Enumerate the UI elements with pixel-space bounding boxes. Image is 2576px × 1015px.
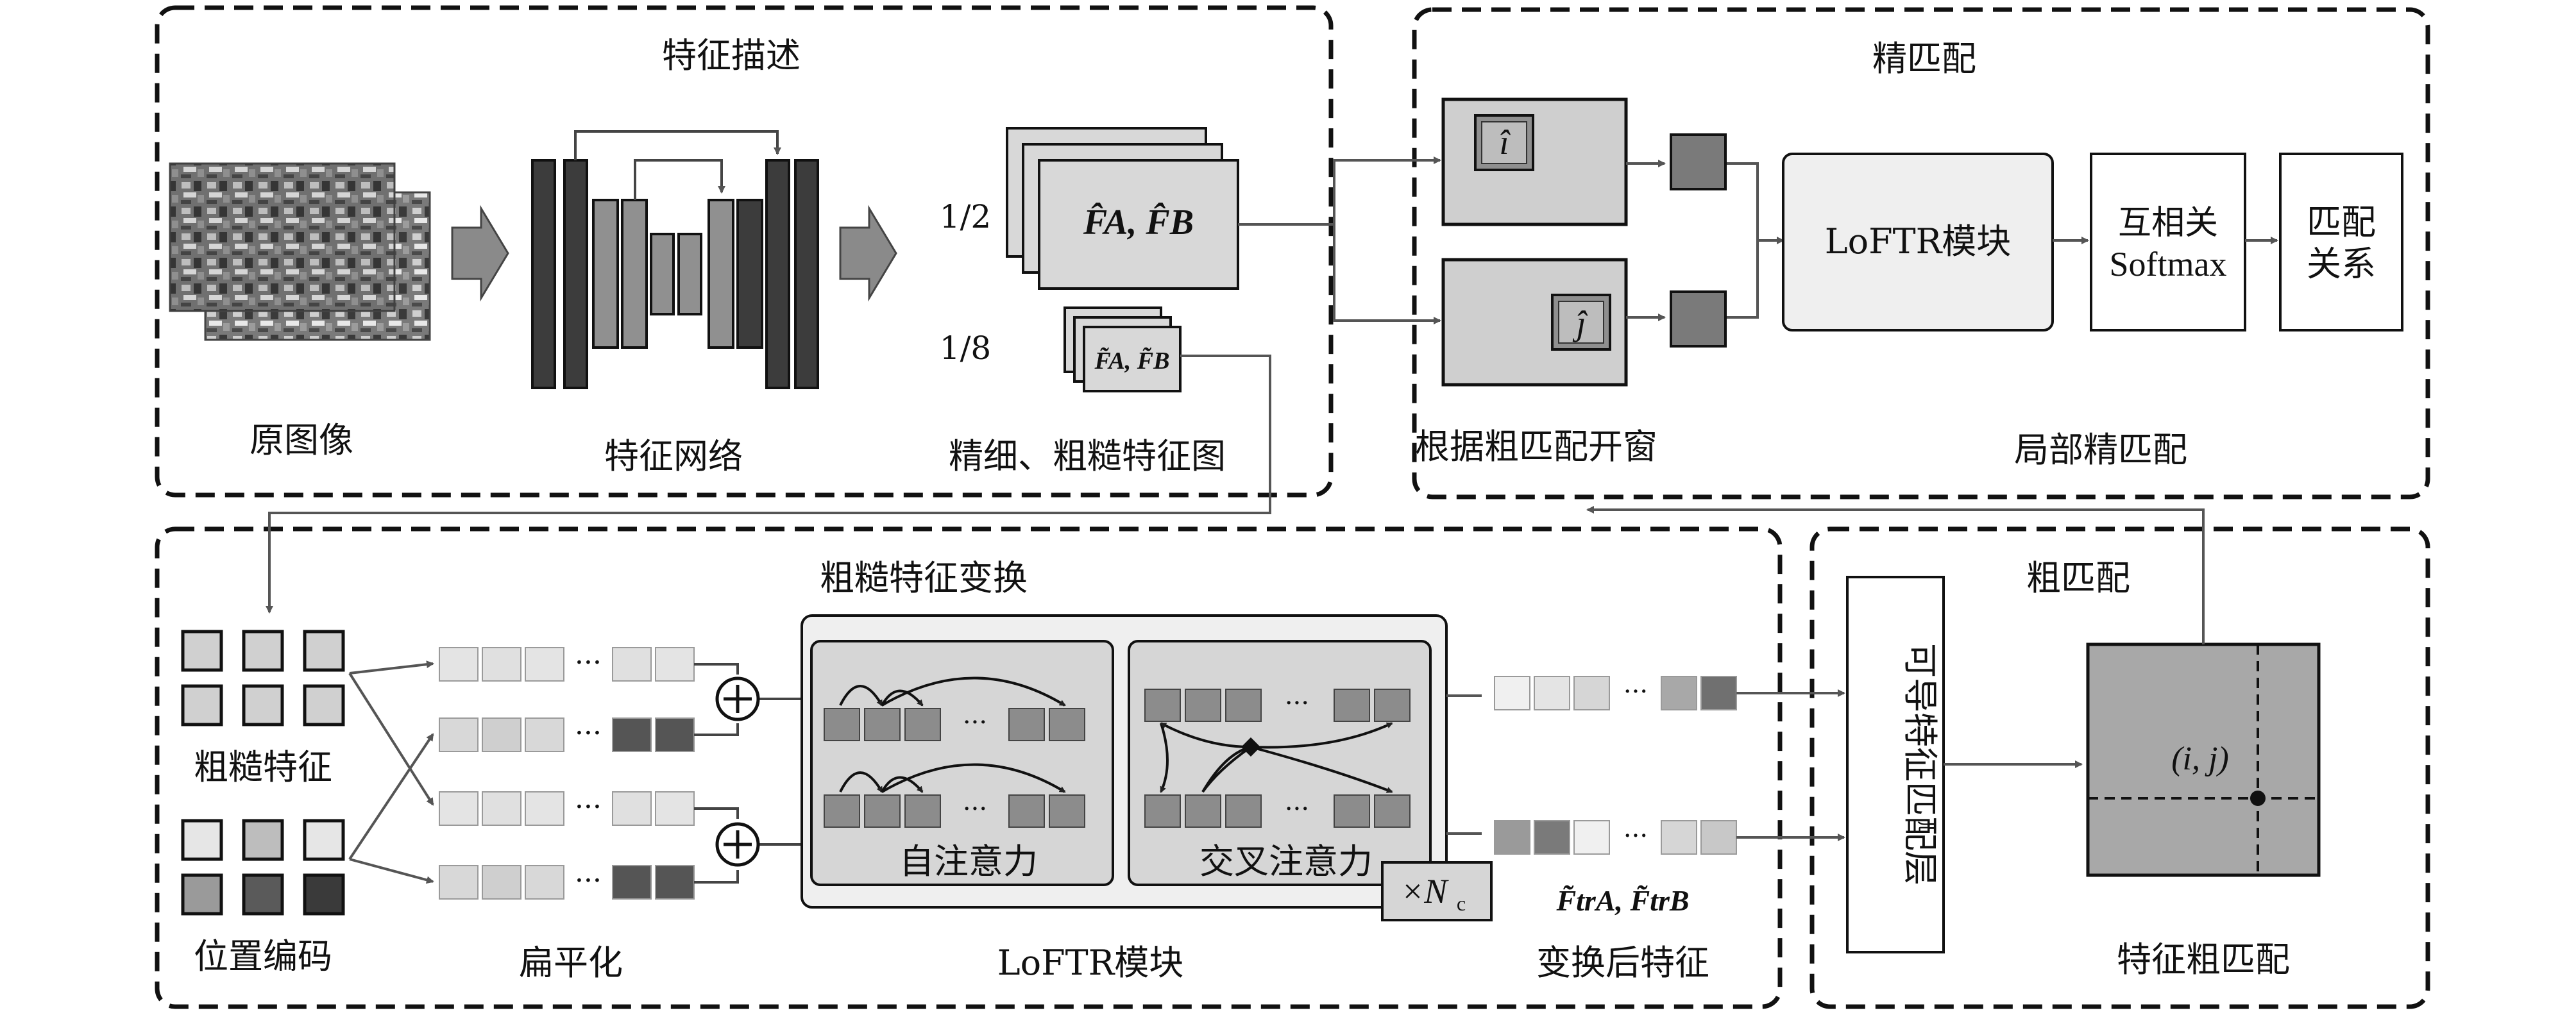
window-connectors xyxy=(1626,160,1784,321)
flatten-ellipsis: ··· xyxy=(575,791,602,823)
fine-feature-maps xyxy=(1006,127,1239,290)
differentiable-matching-layer xyxy=(1846,576,1945,953)
coarse-map-text: F̃A, F̃B xyxy=(1094,348,1170,374)
repeat-box xyxy=(1381,861,1493,921)
self-attention-arcs xyxy=(839,676,1066,793)
coarse-feature-grid xyxy=(181,630,345,726)
feature-network xyxy=(531,159,819,389)
coarse-to-fine-feedback xyxy=(1586,506,2205,644)
coarse-match-result-label: 特征粗匹配 xyxy=(2117,939,2290,980)
transformed-math: F̃trA, F̃trB xyxy=(1555,884,1689,917)
cross-ellipsis: ··· xyxy=(1285,794,1309,824)
repeat-text: ×N xyxy=(1401,872,1449,910)
original-image xyxy=(169,162,431,341)
flatten-ellipsis: ··· xyxy=(575,646,602,679)
coarse-matching-title: 粗匹配 xyxy=(2026,558,2130,598)
fine-loftr-block xyxy=(1782,153,2054,331)
coarse-loftr-label: LoFTR模块 xyxy=(997,943,1184,983)
section-fine-matching xyxy=(1412,7,2430,499)
self-attention-tokens xyxy=(824,708,1085,828)
transformed-ellipsis: ··· xyxy=(1623,821,1648,851)
section-coarse-matching xyxy=(1809,526,2430,1009)
differentiable-layer-label: 可导特征匹配层 xyxy=(1900,643,1940,885)
fine-loftr-label: LoFTR模块 xyxy=(1825,221,2012,262)
feature-network-label: 特征网络 xyxy=(604,436,743,476)
result-line1: 匹配 xyxy=(2307,202,2376,242)
cross-attention-node xyxy=(1241,737,1260,757)
transformed-label: 变换后特征 xyxy=(1536,943,1709,983)
cross-attention-label: 交叉注意力 xyxy=(1199,841,1373,882)
to-matching-layer-connectors xyxy=(1736,689,1845,841)
self-ellipsis: ··· xyxy=(963,794,987,824)
add-connectors xyxy=(694,663,813,884)
match-point xyxy=(2250,791,2266,806)
original-image-label: 原图像 xyxy=(250,420,353,460)
window-label: 根据粗匹配开窗 xyxy=(1415,426,1657,467)
coarse-features-label: 粗糙特征 xyxy=(194,747,332,787)
local-label: 局部精匹配 xyxy=(2014,430,2187,470)
cross-attention-tokens xyxy=(1144,689,1411,828)
flatten-ellipsis: ··· xyxy=(575,717,602,750)
transformed-ellipsis: ··· xyxy=(1623,677,1648,707)
coarse-feature-maps xyxy=(1063,306,1182,392)
softmax-line1: 互相关 xyxy=(2118,204,2218,242)
loftr-output-connectors xyxy=(1446,694,1482,835)
feature-maps-label: 精细、粗糙特征图 xyxy=(949,436,1226,476)
position-encoding-label: 位置编码 xyxy=(194,936,332,977)
transformed-rows xyxy=(1494,676,1737,855)
flatten-rows xyxy=(439,647,695,900)
flatten-ellipsis: ··· xyxy=(575,864,602,897)
match-point-label: (i, j) xyxy=(2171,741,2229,777)
skip-connections xyxy=(574,130,781,200)
self-attention-label: 自注意力 xyxy=(899,841,1038,882)
fine-window-i xyxy=(1441,97,1628,226)
section-feature-description xyxy=(155,5,1334,498)
add-icon xyxy=(715,676,760,721)
patch-i xyxy=(1670,133,1727,190)
scale-fine: 1/2 xyxy=(940,198,991,235)
cross-attention-arcs xyxy=(1160,722,1393,793)
coarse-transform-title: 粗糙特征变换 xyxy=(820,558,1028,598)
flatten-label: 扁平化 xyxy=(519,943,623,983)
softmax-block xyxy=(2090,153,2246,331)
i-hat-label: î xyxy=(1499,123,1511,162)
softmax-line2: Softmax xyxy=(2110,245,2227,283)
match-relation-block xyxy=(2279,153,2403,331)
feature-description-title: 特征描述 xyxy=(662,35,801,76)
add-icon xyxy=(715,822,760,867)
coarse-map-connector xyxy=(266,355,1271,614)
fine-map-connectors xyxy=(1238,156,1441,324)
fine-window-j xyxy=(1441,258,1628,387)
self-ellipsis: ··· xyxy=(963,708,987,737)
fine-map-text: F̂A, F̂B xyxy=(1083,203,1194,242)
scale-coarse: 1/8 xyxy=(940,330,991,367)
fine-matching-title: 精匹配 xyxy=(1872,38,1976,79)
block-arrow-icon xyxy=(451,205,509,302)
score-matrix xyxy=(2086,642,2321,877)
position-encoding-grid xyxy=(181,819,345,916)
cross-ellipsis: ··· xyxy=(1285,689,1309,718)
block-arrow-icon xyxy=(839,205,897,302)
patch-j xyxy=(1670,290,1727,348)
grid-to-flatten-connectors xyxy=(348,660,434,884)
repeat-sub: c xyxy=(1457,892,1466,915)
section-coarse-transform xyxy=(155,526,1783,1009)
result-line2: 关系 xyxy=(2307,244,2376,284)
